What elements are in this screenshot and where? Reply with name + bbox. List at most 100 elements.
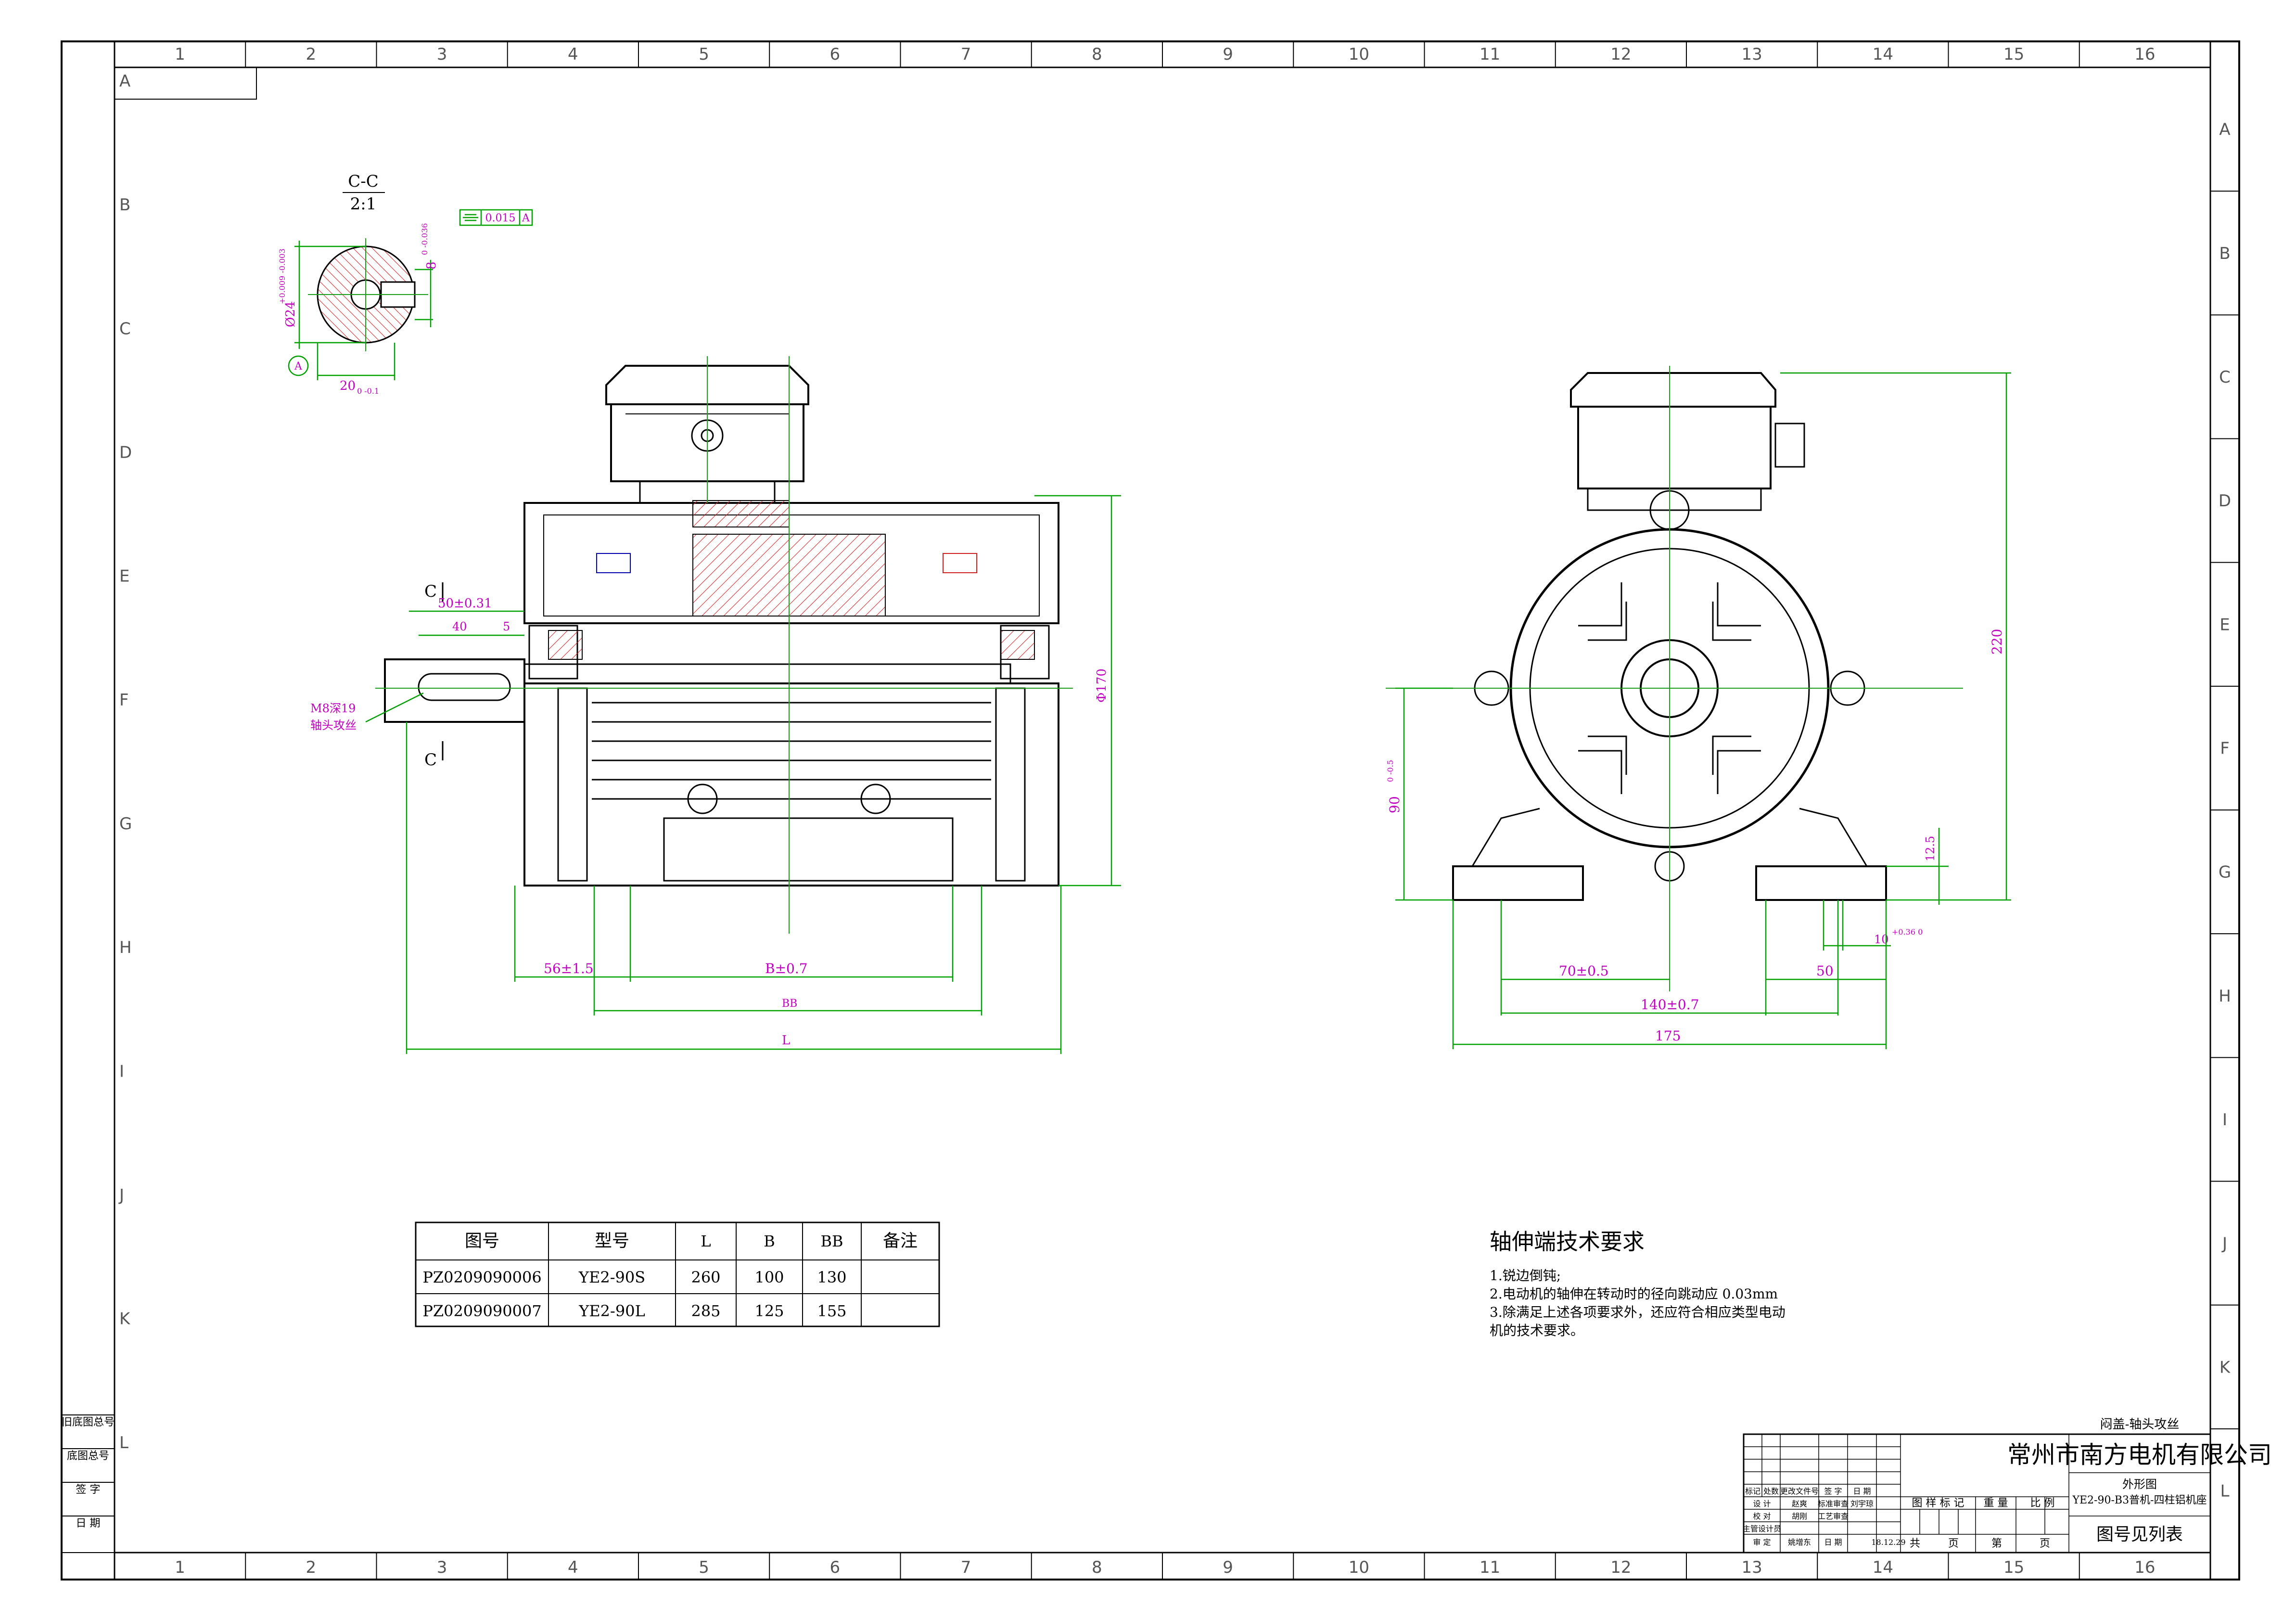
depth-dim: 20 [340,379,356,393]
zone-row-E-left: E [119,567,129,586]
foot-thickness-dim: 12.5 [1924,836,1937,861]
role-label: 主管设计员 [1743,1524,1781,1533]
zone-row-B-left: B [119,195,130,215]
role-name: 姚增东 [1788,1538,1811,1547]
table-header: BB [820,1232,843,1250]
date-value: 18.12.29 [1871,1538,1905,1547]
dim-b: B±0.7 [765,961,808,977]
dim-56: 56±1.5 [544,961,594,977]
zone-row-G-left: G [119,814,132,834]
table-header: 型号 [595,1231,629,1251]
key-length-dim: 40 [452,620,467,633]
role-label: 设 计 [1753,1499,1771,1508]
mark-header: 重 量 [1984,1497,2008,1509]
foot-width-dim: 50 [1816,963,1834,979]
end-shield-ribs [1578,582,1761,794]
zone-row-L-left: L [119,1433,128,1452]
left-strip: 旧底图总号 底图总号 签 字 日 期 [61,1414,115,1553]
company-name: 常州市南方电机有限公司 [2007,1441,2272,1469]
zone-column-9-bottom: 9 [1223,1558,1233,1577]
zone-row-J-right: J [2221,1234,2227,1253]
drawing-desc: YE2-90-B3普机-四柱铝机座 [2072,1494,2207,1506]
zone-column-15-bottom: 15 [2003,1558,2024,1577]
zone-column-6-top: 6 [830,45,841,64]
shaft-key [418,673,511,701]
table-cell: PZ0209090006 [422,1268,541,1286]
zone-row-C-left: C [119,319,131,338]
dim-bb: BB [782,998,797,1010]
zone-column-3-top: 3 [437,45,447,64]
table-cell: 155 [817,1302,846,1320]
rev-header: 日 期 [1853,1487,1871,1496]
zone-column-13-bottom: 13 [1741,1558,1762,1577]
table-header: 图号 [465,1231,499,1251]
role-name: 胡刚 [1792,1512,1807,1521]
span-dim: 140±0.7 [1641,997,1699,1013]
drawing-number: 图号见列表 [2096,1525,2183,1544]
shaft-length-dim: 50±0.31 [438,596,492,611]
keyway-width: 8 [424,261,439,270]
table-cell: YE2-90S [578,1268,645,1286]
mark-header: 图 样 标 记 [1912,1497,1964,1509]
foot-left [1452,865,1584,901]
tolerance-value: 0.015 [485,212,516,224]
rev-header: 标记 [1745,1487,1760,1496]
zone-column-5-top: 5 [699,45,709,64]
table-cell: YE2-90L [578,1302,645,1320]
cooling-fins [592,702,991,800]
spec-table: 图号 型号 L B BB 备注 PZ0209090006 YE2-90S 260… [415,1221,940,1327]
tech-requirements: 轴伸端技术要求 1.锐边倒钝; 2.电动机的轴伸在转动时的径向跳动应 0.03m… [1490,1229,1786,1338]
zone-row-A-left: A [119,72,130,91]
tech-req-item: 2.电动机的轴伸在转动时的径向跳动应 0.03mm [1490,1286,1778,1302]
shaft-diameter: Ø24 [283,301,298,327]
tolerance-datum: A [522,212,530,224]
frame-diameter-dim: Φ170 [1095,668,1109,703]
zone-column-15-top: 15 [2003,45,2024,64]
zone-column-4-top: 4 [568,45,578,64]
title-note: 闷盖-轴头攻丝 [2100,1417,2180,1432]
zone-row-D-left: D [119,443,132,463]
zone-column-8-top: 8 [1092,45,1102,64]
zone-row-H-right: H [2219,987,2231,1006]
zone-column-14-bottom: 14 [1873,1558,1893,1577]
zone-column-1-top: 1 [175,45,185,64]
mounting-base [663,817,954,882]
zone-column-14-top: 14 [1873,45,1893,64]
strip-label-4: 日 期 [76,1517,101,1529]
sheet-frame: 1122334455667788991010111112121313141415… [61,40,2240,1580]
zone-row-F-right: F [2220,739,2230,758]
role-label-2: 日 期 [1824,1538,1842,1547]
sheet-label: 页 [1948,1538,1959,1550]
zone-column-16-top: 16 [2134,45,2155,64]
keyway-width-tol: 0 -0.036 [420,223,429,255]
zone-row-C-right: C [2219,368,2231,387]
tech-req-item: 3.除满足上述各项要求外，还应符合相应类型电动 [1490,1304,1786,1320]
role-name-2: 刘宇琼 [1850,1499,1874,1508]
zone-column-13-top: 13 [1741,45,1762,64]
shaft-height-dim: 90 [1387,796,1403,813]
end-view: 220 90 0 -0.5 12.5 10 +0.36 0 70±0.5 50 … [1386,366,2011,1049]
zone-column-12-bottom: 12 [1610,1558,1631,1577]
zone-column-5-bottom: 5 [699,1558,709,1577]
section-cc: C-C 2:1 0.015 A 8 0 -0.036 Ø24 +0.009 -0… [278,172,533,396]
hole-dim-tol: +0.36 0 [1892,927,1923,937]
zone-column-3-bottom: 3 [437,1558,447,1577]
zone-marks: 1122334455667788991010111112121313141415… [118,41,2239,1580]
zone-row-K-right: K [2219,1358,2231,1377]
zone-column-9-top: 9 [1223,45,1233,64]
shaft-end [384,658,525,723]
section-mark-bottom: C [424,750,437,770]
zone-row-I-left: I [119,1062,124,1081]
motor-frame [523,682,1059,887]
shaft-height-tol: 0 -0.5 [1386,760,1395,782]
zone-column-2-top: 2 [306,45,317,64]
table-header: L [701,1232,711,1250]
strip-label-3: 签 字 [76,1484,101,1496]
tech-req-item: 机的技术要求。 [1490,1323,1584,1338]
zone-column-6-bottom: 6 [830,1558,841,1577]
zone-column-10-top: 10 [1349,45,1369,64]
table-cell: 100 [754,1268,784,1286]
role-label: 校 对 [1753,1512,1771,1521]
table-cell: 260 [691,1268,720,1286]
